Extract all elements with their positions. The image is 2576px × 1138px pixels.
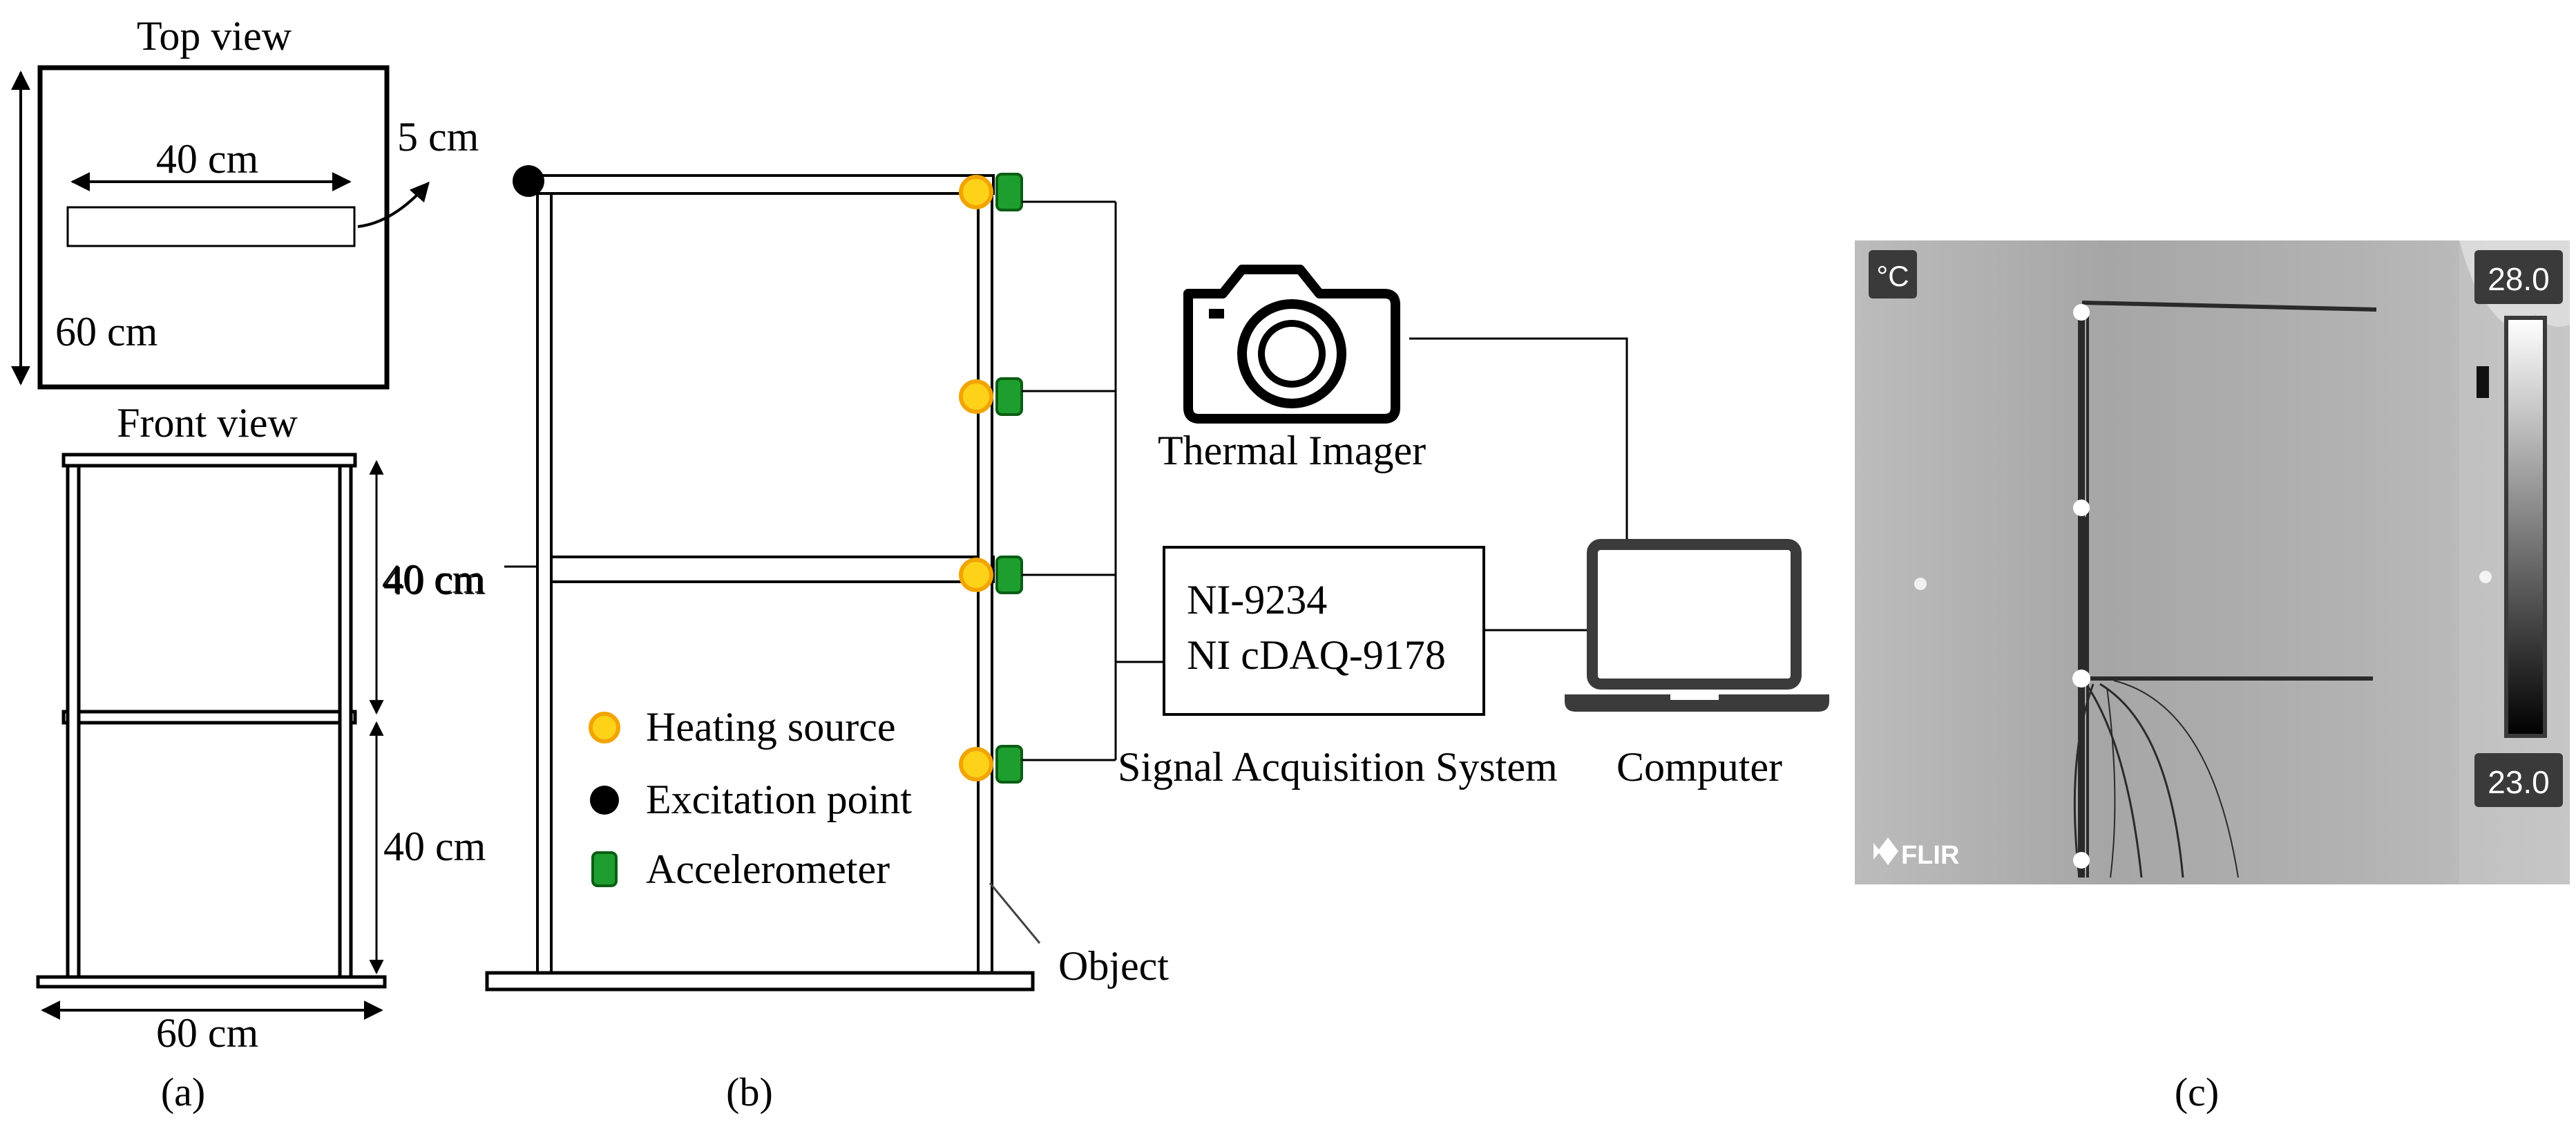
left-column [536,192,553,974]
heating-source-marker [959,379,993,414]
dim-base-width: 60 cm [156,1010,258,1056]
front-left-column [66,464,81,979]
signal-acquisition-label: Signal Acquisition System [1118,744,1558,790]
front-base-plate [36,975,387,989]
middle-slab [537,556,995,583]
unit-label: °C [1876,260,1909,292]
daq-model-2: NI cDAQ-9178 [1187,632,1446,678]
accelerometer-marker [995,745,1023,784]
sensor-wiring [1022,200,1164,761]
panel-b: 40 cm [382,165,1829,1115]
caption-b: (b) [726,1070,773,1115]
sensor-pair-2 [959,377,1023,416]
dim-beam-width: 5 cm [397,114,479,160]
flir-logo: FLIR [1873,837,1959,870]
temperature-scale-bar [2504,316,2547,738]
thermal-frame-lines [2073,301,2377,878]
top-view-beam [66,206,356,247]
legend: Heating source Excitation point Accelero… [589,704,912,892]
thermal-image: °C 28.0 23.0 FLIR [1855,240,2570,884]
legend-accelerometer-icon [591,851,618,887]
thermal-background [1855,240,2570,884]
base-plate [485,971,1035,992]
heating-source-marker [959,175,993,209]
dim-story-upper: 40 cm [383,558,486,603]
computer-wiring [1409,337,1628,632]
legend-excitation-point-icon [590,786,619,815]
camera-icon [1183,265,1400,424]
dim-beam-length: 40 cm [156,136,258,182]
legend-heating-source-label: Heating source [646,704,896,750]
panel-c: °C 28.0 23.0 FLIR (c) [1855,240,2570,1115]
accelerometer-marker [995,377,1023,416]
front-view: Front view 40 cm 40 cm 60 cm [36,400,486,1056]
front-middle-slab [61,710,357,725]
dim-top-depth: 60 cm [55,309,158,354]
scale-max-badge [2474,250,2563,304]
flir-brand: FLIR [1901,841,1959,870]
panel-a: Top view 40 cm 5 cm 60 cm Front view 40 … [11,13,486,1115]
front-view-title: Front view [117,400,298,446]
thermal-dark-object [2477,366,2489,398]
caption-c: (c) [2175,1070,2219,1115]
legend-heating-source-icon [589,712,620,743]
sensor-pair-1 [959,173,1023,211]
accelerometer-marker [995,173,1023,211]
top-view: Top view 40 cm 5 cm 60 cm [11,13,479,390]
scale-min-label: 23.0 [2488,764,2550,800]
beam-width-pointer [357,181,430,228]
unit-badge [1869,250,1917,298]
dim-story-lower: 40 cm [383,824,486,869]
accelerometer-marker [995,556,1023,594]
daq-model-1: NI-9234 [1187,577,1327,623]
legend-accelerometer-label: Accelerometer [646,846,890,892]
laptop-icon [1565,539,1829,712]
computer-label: Computer [1616,744,1782,790]
front-top-slab [61,453,357,468]
legend-excitation-point-label: Excitation point [646,777,912,822]
excitation-point-marker [513,165,544,197]
dim-story-b: 40 cm [382,556,484,602]
top-view-outline [37,65,390,390]
scale-min-badge [2474,753,2563,807]
object-label: Object [1058,943,1169,989]
thermal-imager-label: Thermal Imager [1158,428,1426,473]
caption-a: (a) [161,1070,205,1115]
daq-box [1163,546,1485,716]
heating-source-marker [959,558,993,592]
thermal-hotspots [1914,304,2492,869]
object-pointer [989,882,1041,944]
sensor-pair-3 [959,556,1023,594]
scale-max-label: 28.0 [2488,261,2550,297]
sensor-pair-4 [959,745,1023,784]
heating-source-marker [959,747,993,781]
top-slab [525,174,995,195]
front-right-column [338,464,353,979]
top-view-title: Top view [137,13,292,59]
